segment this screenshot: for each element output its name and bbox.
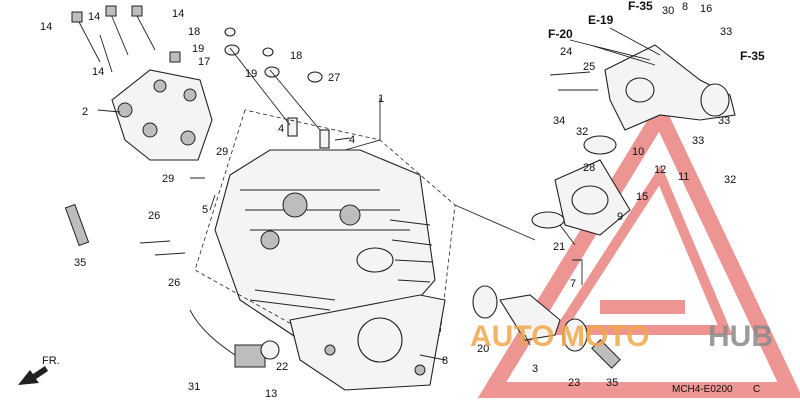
front-direction-indicator: FR. — [18, 355, 60, 385]
leader-lines — [97, 27, 661, 361]
callout-35b: 35 — [606, 377, 618, 389]
dowel-pins — [287, 117, 330, 149]
callout-12: 12 — [654, 164, 666, 176]
figure-code: MCH4-E0200 — [672, 384, 733, 395]
callout-26b: 26 — [168, 277, 180, 289]
cylinder-head-part — [214, 149, 436, 341]
callout-33c: 33 — [692, 135, 704, 147]
callout-33a: 33 — [720, 26, 732, 38]
callout-5: 5 — [202, 204, 208, 216]
callout-34: 34 — [553, 115, 565, 127]
studs — [139, 71, 598, 256]
reference-codes: E-19 F-20 F-35 F-35 — [548, 0, 765, 63]
callout-26a: 26 — [148, 210, 160, 222]
callout-labels: 1 2 3 4 4 5 7 8 8 9 10 11 12 13 14 14 14… — [40, 1, 736, 400]
callout-7: 7 — [570, 278, 576, 290]
callout-8b: 8 — [682, 1, 688, 13]
callout-16: 16 — [700, 3, 712, 15]
callout-19b: 19 — [245, 68, 257, 80]
bolts-14 — [71, 5, 181, 73]
callout-11: 11 — [678, 171, 689, 183]
callout-28: 28 — [583, 162, 595, 174]
callout-14a: 14 — [40, 21, 52, 33]
ref-f35-right: F-35 — [740, 49, 765, 63]
callout-27: 27 — [328, 72, 340, 84]
watermark-text: AUTO MOTO HUB — [470, 320, 773, 353]
figure-code-suffix: C — [753, 384, 760, 395]
callout-14d: 14 — [92, 66, 104, 78]
callout-30: 30 — [662, 5, 674, 17]
callout-23: 23 — [568, 377, 580, 389]
callout-29b: 29 — [162, 173, 174, 185]
callout-4: 4 — [349, 134, 355, 146]
watermark-logo — [477, 98, 800, 398]
callout-17: 17 — [198, 56, 210, 68]
hose-joint-part — [472, 285, 588, 352]
ref-f35-top: F-35 — [628, 0, 653, 13]
callout-9: 9 — [617, 211, 623, 223]
callout-21: 21 — [553, 241, 565, 253]
callout-32a: 32 — [576, 126, 588, 138]
callout-8: 8 — [442, 355, 448, 367]
cam-holder-part — [111, 69, 213, 161]
ref-e19: E-19 — [588, 13, 614, 27]
callout-31: 31 — [188, 381, 200, 393]
callout-22: 22 — [276, 361, 288, 373]
callout-13: 13 — [265, 388, 277, 400]
callout-19a: 19 — [192, 43, 204, 55]
callout-2: 2 — [82, 106, 88, 118]
callout-20: 20 — [477, 343, 489, 355]
callout-29a: 29 — [216, 146, 228, 158]
callout-14c: 14 — [172, 8, 184, 20]
callout-32b: 32 — [724, 174, 736, 186]
callout-14b: 14 — [88, 11, 100, 23]
callout-18b: 18 — [290, 50, 302, 62]
ref-f20: F-20 — [548, 27, 573, 41]
direction-label: FR. — [42, 355, 60, 367]
spark-plugs — [64, 203, 621, 369]
thermostat-housing-part — [604, 44, 736, 131]
callout-15: 15 — [636, 191, 648, 203]
intake-insulator-part — [531, 135, 631, 236]
callout-25: 25 — [583, 61, 595, 73]
callout-10: 10 — [632, 146, 644, 158]
watermark-mid: MOTO — [560, 320, 649, 353]
callout-33b: 33 — [718, 115, 730, 127]
watermark-suffix: HUB — [708, 320, 773, 353]
callout-1: 1 — [378, 93, 384, 105]
watermark-prefix: AUTO — [470, 320, 554, 353]
callout-35a: 35 — [74, 257, 86, 269]
callout-3: 3 — [532, 363, 538, 375]
sensor-part — [189, 309, 280, 368]
head-gasket-part — [289, 294, 446, 391]
callout-4b: 4 — [278, 123, 284, 135]
callout-24: 24 — [560, 46, 572, 58]
callout-18a: 18 — [188, 26, 200, 38]
